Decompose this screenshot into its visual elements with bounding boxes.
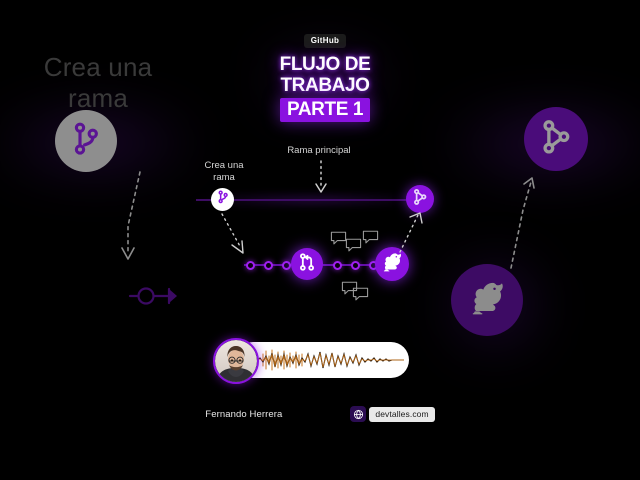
squirrel-icon — [380, 250, 404, 279]
squirrel-circle-right — [451, 264, 523, 336]
git-merge-icon — [537, 118, 575, 161]
git-branch-icon — [68, 121, 104, 162]
git-merge-icon — [411, 188, 429, 211]
git-pull-request-node — [291, 248, 323, 280]
avatar — [213, 338, 259, 384]
squirrel-node — [375, 247, 409, 281]
presenter-name: Fernando Herrera — [205, 408, 283, 420]
speech-bubble-icon — [362, 230, 379, 250]
commit-dot — [351, 261, 360, 270]
title-block: GitHub FLUJO DE TRABAJO PARTE 1 — [255, 30, 395, 122]
speech-bubble-icon — [345, 238, 362, 258]
side-circle-left — [55, 110, 117, 172]
avatar-photo — [215, 340, 257, 382]
dashed-arrow-left — [106, 168, 158, 283]
main-branch-line — [196, 199, 422, 201]
waveform — [256, 349, 404, 371]
speech-bubble-icon — [341, 281, 358, 301]
title-line-1: FLUJO DE — [279, 54, 371, 75]
commit-dot — [246, 261, 255, 270]
credit-row: Fernando Herrera devtalles.com — [0, 406, 640, 422]
dashed-arrow-right — [487, 168, 543, 283]
site-chip[interactable]: devtalles.com — [350, 406, 435, 422]
audio-waveform-pill — [235, 342, 409, 378]
presenter-bar — [213, 338, 409, 384]
site-label: devtalles.com — [369, 406, 435, 422]
side-circle-right — [524, 107, 588, 171]
git-pull-request-icon — [297, 252, 317, 277]
title-line-2: TRABAJO — [280, 75, 370, 96]
label-rama-principal: Rama principal — [287, 145, 351, 156]
commit-dot — [282, 261, 291, 270]
title-accent-parte: PARTE 1 — [279, 98, 371, 122]
dotted-arrow-main — [310, 160, 332, 201]
branch-merge-node — [406, 185, 434, 213]
github-badge: GitHub — [303, 34, 347, 48]
commit-dot — [264, 261, 273, 270]
branch-start-node — [211, 188, 234, 211]
git-branch-faded-icon — [128, 285, 190, 307]
globe-icon — [350, 406, 367, 422]
speech-bubble-icon — [352, 287, 369, 307]
ghost-text-crea-una-rama: Crea una rama — [43, 52, 153, 113]
label-crea-una-rama: Crea una rama — [204, 160, 244, 183]
dotted-arrow-to-feature — [219, 212, 259, 265]
speech-bubble-icon — [330, 231, 347, 251]
dotted-arrow-to-merge — [392, 212, 432, 265]
git-branch-icon — [216, 190, 230, 209]
commit-dot — [333, 261, 342, 270]
squirrel-icon — [466, 277, 508, 324]
